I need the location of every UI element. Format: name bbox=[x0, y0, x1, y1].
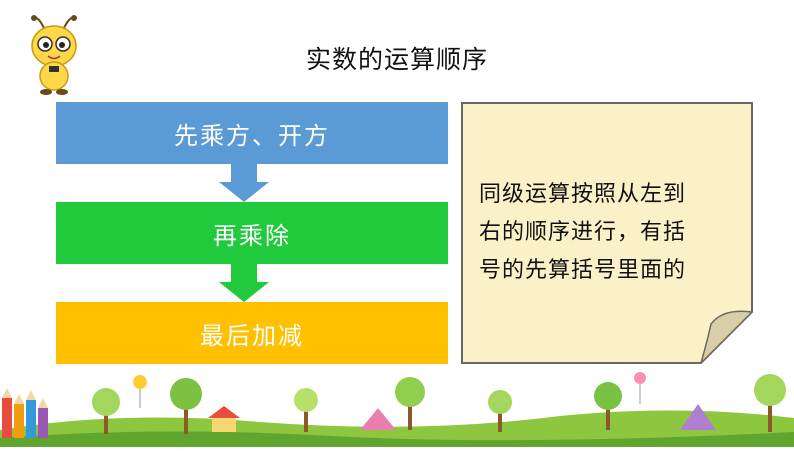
note-text: 同级运算按照从左到 右的顺序进行，有括 号的先算括号里面的 bbox=[479, 176, 741, 290]
step-label: 再乘除 bbox=[213, 221, 291, 250]
step-box-multiply-divide: 再乘除 bbox=[56, 202, 448, 264]
note-line: 右的顺序进行，有括 bbox=[479, 220, 687, 245]
mascot-icon bbox=[28, 14, 80, 96]
note-card-background bbox=[461, 102, 753, 364]
step-box-power-root: 先乘方、开方 bbox=[56, 102, 448, 164]
note-line: 号的先算括号里面的 bbox=[479, 258, 687, 283]
step-label: 先乘方、开方 bbox=[174, 121, 330, 150]
page-title: 实数的运算顺序 bbox=[305, 45, 488, 74]
note-card: 同级运算按照从左到 右的顺序进行，有括 号的先算括号里面的 bbox=[461, 102, 753, 364]
step-label: 最后加减 bbox=[200, 321, 304, 350]
step-box-add-subtract: 最后加减 bbox=[56, 302, 448, 364]
landscape-footer-illustration bbox=[0, 360, 794, 447]
note-line: 同级运算按照从左到 bbox=[479, 182, 687, 207]
